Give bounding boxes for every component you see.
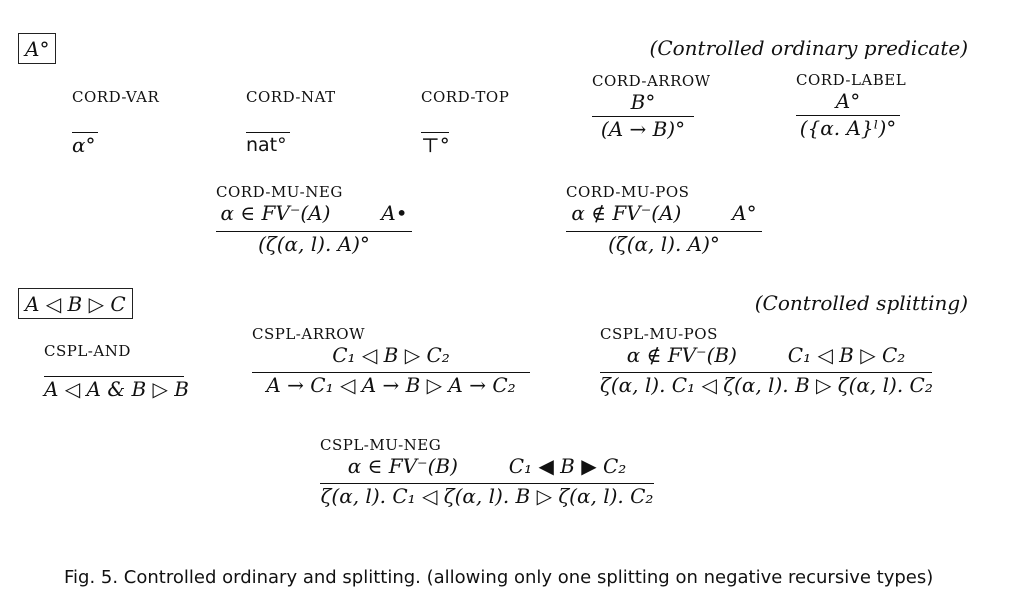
rule-premise: α ∉ FV⁻(A) A° [571,201,757,225]
rule-premise: C₁ ◁ B ▷ C₂ [332,343,450,367]
rule-cord-var: CORD-VAR α° [72,88,159,157]
rule-conclusion: A → C₁ ◁ A → B ▷ A → C₂ [266,373,516,397]
rule-conclusion: (A → B)° [600,117,686,141]
rule-name: CSPL-ARROW [252,325,366,343]
inference-bar [320,483,654,484]
rule-conclusion: α° [72,133,96,157]
rule-name: CORD-VAR [72,88,160,106]
rule-cord-mu-neg: CORD-MU-NEG α ∈ FV⁻(A) A• (ζ(α, l). A)° [216,183,412,256]
inference-bar [246,132,290,133]
rule-name: CSPL-MU-POS [600,325,718,343]
rule-conclusion: ζ(α, l). C₁ ◁ ζ(α, l). B ▷ ζ(α, l). C₂ [600,373,933,397]
rule-name: CORD-MU-NEG [216,183,343,201]
rule-premise: A° [835,89,861,113]
rule-name: CSPL-MU-NEG [320,436,442,454]
rule-cspl-mu-neg: CSPL-MU-NEG α ∈ FV⁻(B) C₁ ◀ B ▶ C₂ ζ(α, … [320,436,654,508]
rule-conclusion: ⊤° [421,133,450,157]
inference-bar [566,231,762,232]
rule-name: CORD-LABEL [796,71,907,89]
rule-conclusion: (ζ(α, l). A)° [258,232,370,256]
ordinary-judgment-box: A° [18,33,57,64]
inference-bar [44,376,184,377]
inference-bar [72,132,98,133]
rule-name: CSPL-AND [44,342,131,360]
rule-cord-mu-pos: CORD-MU-POS α ∉ FV⁻(A) A° (ζ(α, l). A)° [566,183,762,256]
inference-bar [592,116,694,117]
rule-conclusion: (ζ(α, l). A)° [608,232,720,256]
rule-cspl-arrow: CSPL-ARROW C₁ ◁ B ▷ C₂ A → C₁ ◁ A → B ▷ … [252,325,530,397]
rule-cspl-and: CSPL-AND A ◁ A & B ▷ B [44,342,189,401]
rule-conclusion: nat° [246,134,287,156]
inference-bar [216,231,412,232]
rule-premise: α ∈ FV⁻(B) C₁ ◀ B ▶ C₂ [347,454,627,478]
rule-premise: B° [630,90,656,114]
rule-cord-top: CORD-TOP ⊤° [421,88,509,157]
rule-conclusion: ({α. A}ˡ)° [799,116,897,140]
rule-name: CORD-ARROW [592,72,711,90]
ordinary-section-title: (Controlled ordinary predicate) [649,36,968,60]
rule-conclusion: A ◁ A & B ▷ B [44,377,189,401]
rule-cord-nat: CORD-NAT nat° [246,88,336,157]
rule-premise: α ∉ FV⁻(B) C₁ ◁ B ▷ C₂ [626,343,906,367]
rule-cord-arrow: CORD-ARROW B° (A → B)° [592,72,711,141]
inference-bar [252,372,530,373]
inference-bar [600,372,932,373]
figure-caption: Fig. 5. Controlled ordinary and splittin… [64,567,934,588]
splitting-section-title: (Controlled splitting) [754,291,968,315]
rule-name: CORD-TOP [421,88,510,106]
rule-premise: α ∈ FV⁻(A) A• [220,201,408,225]
rule-conclusion: ζ(α, l). C₁ ◁ ζ(α, l). B ▷ ζ(α, l). C₂ [320,484,654,508]
rule-name: CORD-MU-POS [566,183,690,201]
rule-name: CORD-NAT [246,88,336,106]
inference-bar [421,132,449,133]
splitting-judgment-box: A ◁ B ▷ C [18,288,133,319]
rule-cord-label: CORD-LABEL A° ({α. A}ˡ)° [796,71,907,140]
rule-cspl-mu-pos: CSPL-MU-POS α ∉ FV⁻(B) C₁ ◁ B ▷ C₂ ζ(α, … [600,325,933,397]
inference-bar [796,115,900,116]
